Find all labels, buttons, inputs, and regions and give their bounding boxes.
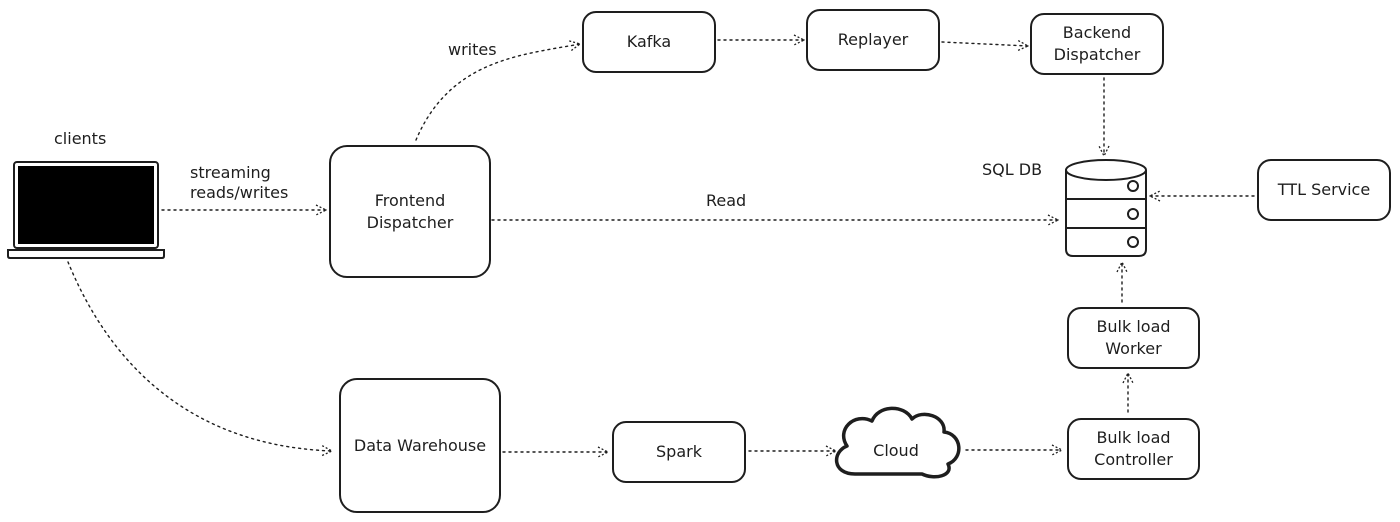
laptop-icon — [7, 161, 165, 259]
ttl-service-label: TTL Service — [1277, 180, 1371, 199]
frontend-dispatcher-label: Frontend Dispatcher — [366, 190, 454, 232]
cloud-icon — [835, 406, 961, 479]
replayer-label: Replayer — [837, 30, 909, 49]
kafka-label: Kafka — [626, 32, 672, 51]
database-icon — [1065, 159, 1147, 257]
edge-frontend-to-kafka — [415, 44, 580, 141]
bulk-load-controller-label: Bulk load Controller — [1094, 428, 1173, 469]
bulk-load-worker-node: Bulk load Worker — [1067, 307, 1200, 369]
bulk-load-controller-node: Bulk load Controller — [1067, 418, 1200, 480]
edge-clients-to-warehouse — [67, 261, 332, 451]
frontend-dispatcher-node: Frontend Dispatcher — [329, 145, 491, 278]
spark-node: Spark — [612, 421, 746, 483]
backend-dispatcher-node: Backend Dispatcher — [1030, 13, 1164, 75]
edge-replayer-to-backend — [941, 42, 1028, 46]
sqldb-label: SQL DB — [982, 160, 1043, 179]
spark-label: Spark — [656, 442, 702, 461]
ttl-service-node: TTL Service — [1257, 159, 1391, 221]
data-warehouse-label: Data Warehouse — [353, 435, 487, 455]
backend-dispatcher-label: Backend Dispatcher — [1053, 23, 1141, 64]
cloud-label: Cloud — [873, 441, 919, 460]
bulk-load-worker-label: Bulk load Worker — [1096, 317, 1171, 358]
kafka-node: Kafka — [582, 11, 716, 73]
replayer-node: Replayer — [806, 9, 940, 71]
data-warehouse-node: Data Warehouse — [339, 378, 501, 513]
read-edge-label: Read — [706, 191, 747, 210]
clients-label: clients — [54, 129, 107, 148]
streaming-edge-label: streaming reads/writes — [190, 163, 289, 202]
writes-edge-label: writes — [448, 40, 497, 59]
